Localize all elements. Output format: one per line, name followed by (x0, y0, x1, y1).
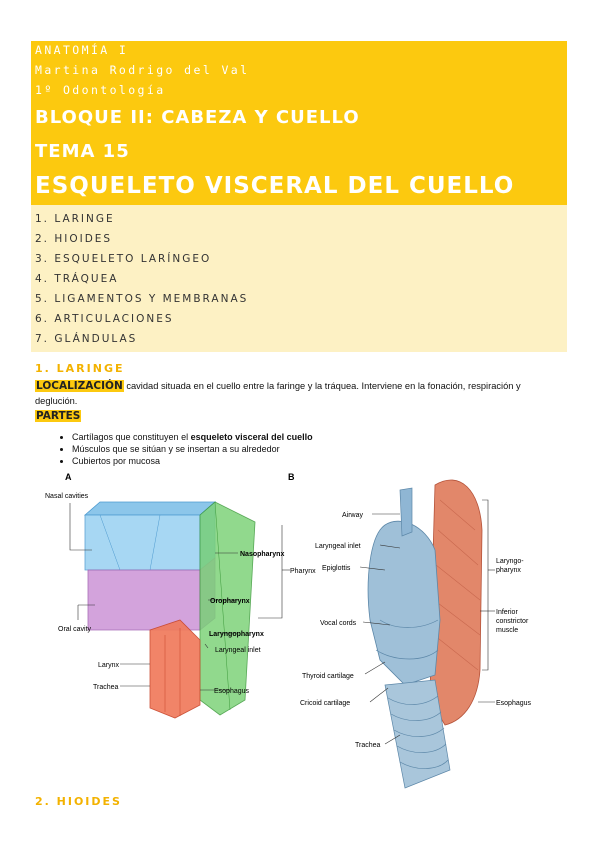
label-inferior-constrictor-2: constrictor (496, 618, 529, 625)
label-larynx: Larynx (98, 662, 120, 669)
label-epiglottis: Epiglottis (322, 565, 351, 572)
title-banner: ANATOMÍA I Martina Rodrigo del Val 1º Od… (31, 41, 567, 205)
label-trachea-b: Trachea (355, 742, 381, 749)
partes-label: PARTES (35, 410, 82, 422)
toc-item: 7. GLÁNDULAS (35, 333, 138, 345)
nasal-cavities-shape (83, 501, 217, 571)
larynx-cartilage-shape (367, 487, 441, 686)
label-laryngopharynx: Laryngopharynx (209, 631, 264, 638)
label-nasal-cavities: Nasal cavities (45, 493, 89, 500)
label-airway: Airway (342, 512, 364, 519)
toc-item: 4. TRÁQUEA (35, 273, 119, 285)
label-cricoid-cartilage: Cricoid cartilage (300, 700, 350, 707)
page-title: ESQUELETO VISCERAL DEL CUELLO (35, 173, 515, 199)
larynx-figure: A Nasal cavities Nasophar (45, 472, 532, 789)
label-trachea-a: Trachea (93, 684, 119, 691)
toc-item: 6. ARTICULACIONES (35, 313, 174, 325)
subject-line: ANATOMÍA I (35, 43, 129, 57)
section-heading-laringe: 1. LARINGE (35, 362, 125, 375)
label-esophagus-b: Esophagus (496, 700, 532, 707)
label-laryngopharynx-b: Laryngo- (496, 558, 524, 565)
toc-item: 2. HIOIDES (35, 233, 113, 245)
label-oral-cavity: Oral cavity (58, 626, 92, 633)
course-line: 1º Odontología (35, 83, 166, 97)
label-oropharynx: Oropharynx (210, 598, 250, 605)
toc-item: 3. ESQUELETO LARÍNGEO (35, 253, 212, 265)
localizacion-text-1: cavidad situada en el cuello entre la fa… (126, 381, 521, 391)
label-pharynx: Pharynx (290, 568, 316, 575)
label-inferior-constrictor-3: muscle (496, 627, 518, 634)
panel-a-label: A (65, 472, 72, 482)
section-heading-hioides: 2. HIOIDES (35, 795, 122, 808)
list-item: Cartílagos que constituyen el esqueleto … (72, 431, 313, 443)
label-nasopharynx: Nasopharynx (240, 551, 284, 558)
localizacion-label: LOCALIZACIÓN (35, 380, 124, 392)
larynx-trachea-shape (149, 619, 201, 719)
label-vocal-cords: Vocal cords (320, 620, 357, 627)
label-inferior-constrictor: Inferior (496, 609, 518, 616)
toc-item: 5. LIGAMENTOS Y MEMBRANAS (35, 293, 249, 305)
table-of-contents: 1. LARINGE 2. HIOIDES 3. ESQUELETO LARÍN… (31, 205, 567, 352)
block-title: BLOQUE II: CABEZA Y CUELLO (35, 107, 360, 128)
label-laryngopharynx-b-2: pharynx (496, 567, 521, 574)
list-item: Músculos que se sitúan y se insertan a s… (72, 443, 313, 455)
pharynx-shape (199, 501, 256, 716)
trachea-shape (384, 679, 451, 789)
label-laryngeal-inlet-b: Laryngeal inlet (315, 543, 361, 550)
partes-list: Cartílagos que constituyen el esqueleto … (58, 431, 313, 467)
panel-b-label: B (288, 472, 295, 482)
author-line: Martina Rodrigo del Val (35, 63, 250, 77)
label-esophagus-a: Esophagus (214, 688, 250, 695)
list-item: Cubiertos por mucosa (72, 455, 313, 467)
label-laryngeal-inlet-a: Laryngeal inlet (215, 647, 261, 654)
localizacion-paragraph: LOCALIZACIÓN cavidad situada en el cuell… (35, 379, 565, 424)
topic-title: TEMA 15 (35, 141, 130, 162)
localizacion-text-2: deglución. (35, 396, 78, 406)
label-thyroid-cartilage: Thyroid cartilage (302, 673, 354, 680)
toc-item: 1. LARINGE (35, 213, 115, 225)
inferior-constrictor-shape (429, 479, 483, 726)
